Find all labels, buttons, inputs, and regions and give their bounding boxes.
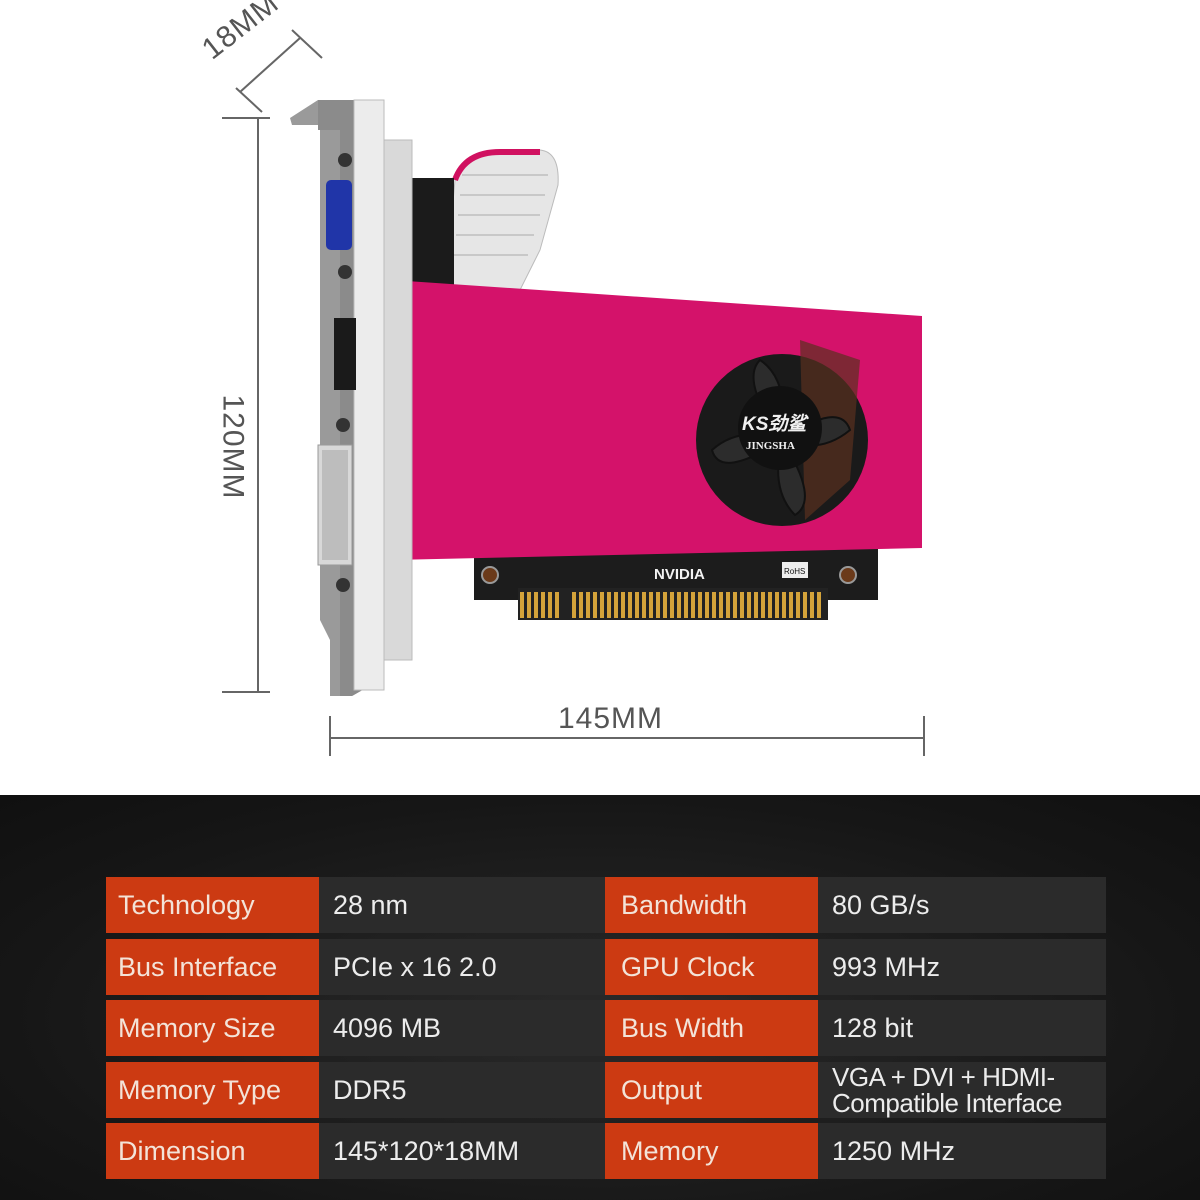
spec-value: 145*120*18MM — [319, 1123, 605, 1179]
spec-key: Bus Width — [605, 1000, 818, 1056]
spec-key: Memory Size — [106, 1000, 319, 1056]
spec-key: Memory Type — [106, 1062, 319, 1118]
spec-value: 993 MHz — [818, 939, 1106, 995]
jingsha-logo-mark: KS劲鲨 — [742, 413, 809, 435]
spec-value: 80 GB/s — [818, 877, 1106, 933]
hdmi-port — [334, 318, 356, 390]
ribbon-cable — [408, 149, 559, 291]
jingsha-logo-text: JINGSHA — [746, 440, 795, 452]
rohs-mark: RoHS — [784, 567, 805, 576]
spec-key: GPU Clock — [605, 939, 818, 995]
spec-key: Output — [605, 1062, 818, 1118]
pcb-board: NVIDIA RoHS — [474, 548, 878, 620]
spec-value: 128 bit — [818, 1000, 1106, 1056]
length-dimension-label: 145MM — [558, 702, 664, 735]
spec-key: Technology — [106, 877, 319, 933]
spec-value: 1250 MHz — [818, 1123, 1106, 1179]
nvidia-logo: NVIDIA — [654, 566, 705, 583]
spec-row: Bus Interface PCIe x 16 2.0 GPU Clock 99… — [106, 939, 1106, 995]
height-dimension-label: 120MM — [216, 394, 250, 500]
spec-value: VGA + DVI + HDMI-Compatible Interface — [818, 1062, 1106, 1118]
spec-key: Bandwidth — [605, 877, 818, 933]
spec-row: Technology 28 nm Bandwidth 80 GB/s — [106, 877, 1106, 933]
graphics-card-illustration: NVIDIA RoHS KS劲鲨 JINGSHA — [222, 29, 925, 756]
io-bracket — [290, 99, 413, 696]
vga-port — [326, 180, 352, 250]
spec-key: Memory — [605, 1123, 818, 1179]
spec-value: 28 nm — [319, 877, 605, 933]
spec-key: Bus Interface — [106, 939, 319, 995]
spec-value: DDR5 — [319, 1062, 605, 1118]
dimension-lines — [222, 29, 925, 756]
spec-row: Dimension 145*120*18MM Memory 1250 MHz — [106, 1123, 1106, 1179]
spec-row: Memory Size 4096 MB Bus Width 128 bit — [106, 1000, 1106, 1056]
spec-value: 4096 MB — [319, 1000, 605, 1056]
cooler-shroud: KS劲鲨 JINGSHA — [376, 280, 922, 566]
spec-key: Dimension — [106, 1123, 319, 1179]
product-image-area: NVIDIA RoHS KS劲鲨 JINGSHA — [196, 0, 925, 756]
spec-value: PCIe x 16 2.0 — [319, 939, 605, 995]
spec-row: Memory Type DDR5 Output VGA + DVI + HDMI… — [106, 1062, 1106, 1118]
